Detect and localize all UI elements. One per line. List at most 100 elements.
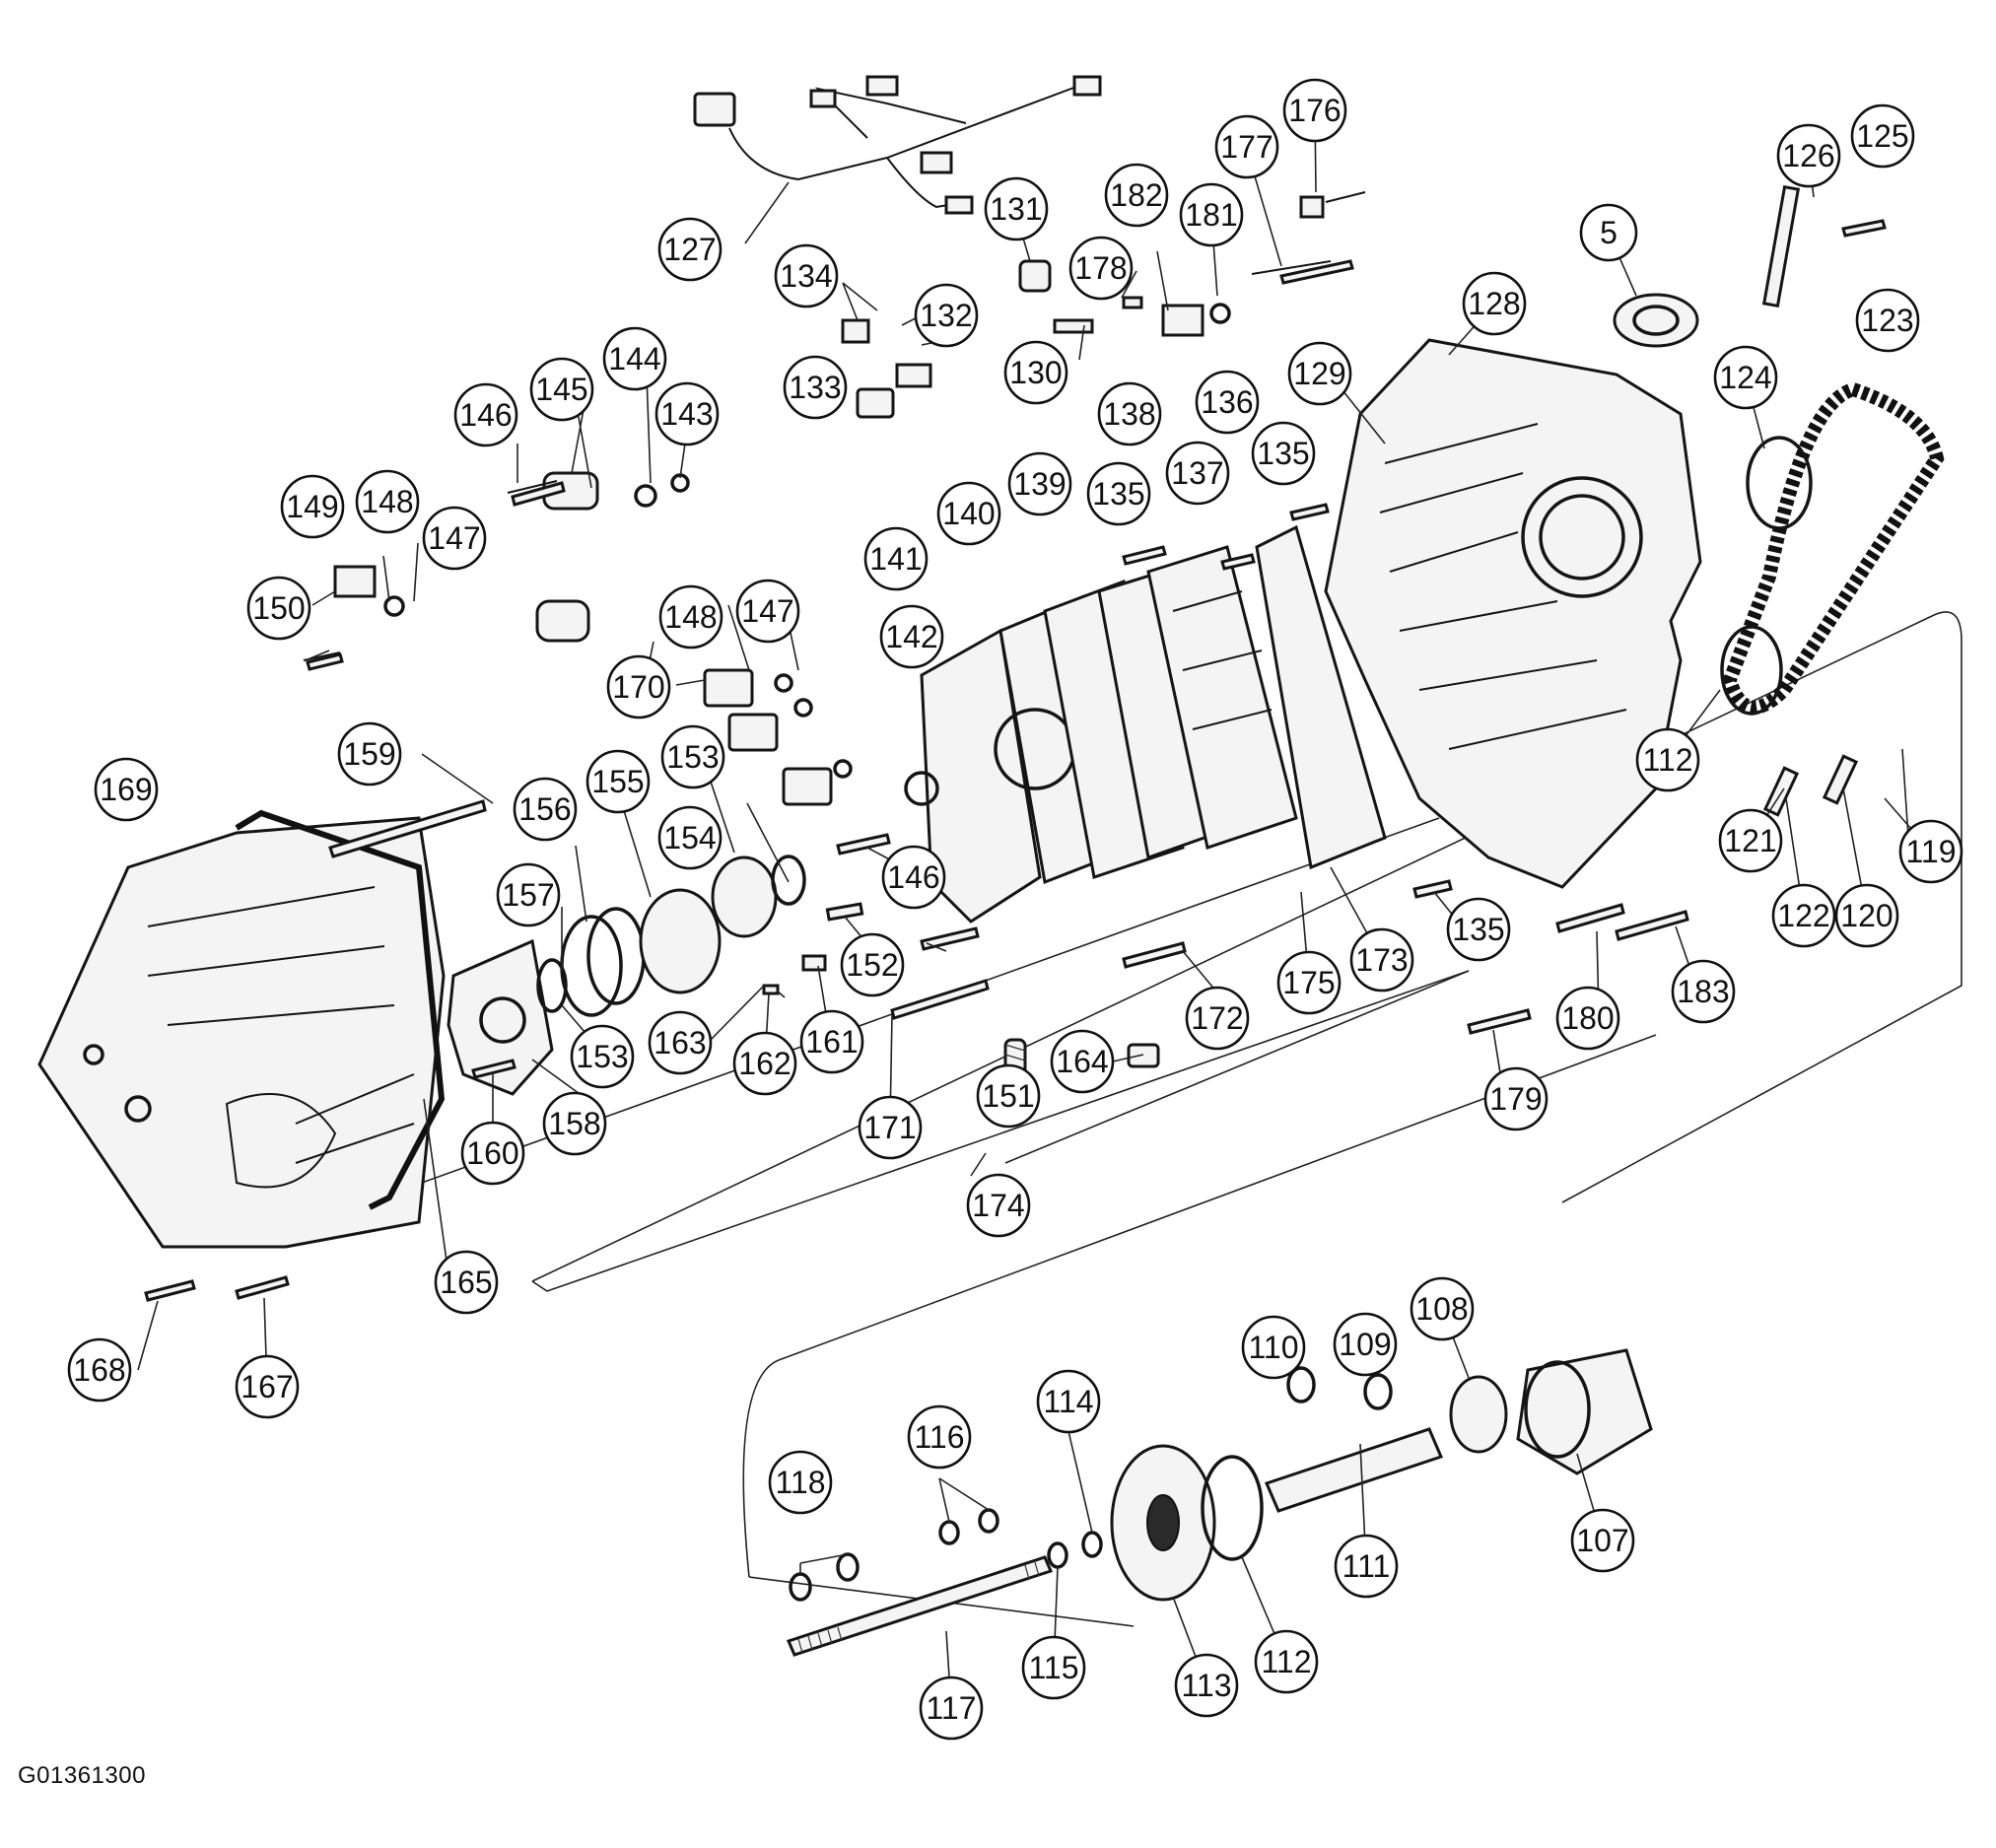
callout-109: 109 (1333, 1312, 1398, 1377)
svg-text:152: 152 (846, 947, 898, 983)
callout-164: 164 (1050, 1029, 1115, 1094)
callout-5: 5 (1579, 203, 1638, 262)
svg-text:139: 139 (1013, 466, 1066, 502)
callout-167: 167 (235, 1354, 300, 1419)
svg-text:149: 149 (286, 489, 338, 524)
drive-chain (1722, 382, 1945, 715)
callout-136: 136 (1195, 370, 1260, 435)
drawing-code: G01361300 (18, 1762, 146, 1789)
callout-169: 169 (94, 757, 159, 822)
svg-text:146: 146 (459, 397, 512, 433)
callout-126: 126 (1776, 123, 1841, 188)
callout-143: 143 (654, 381, 720, 446)
svg-text:153: 153 (576, 1039, 628, 1074)
svg-text:148: 148 (664, 599, 717, 635)
svg-text:173: 173 (1355, 942, 1408, 978)
svg-text:118: 118 (775, 1465, 825, 1500)
svg-text:165: 165 (440, 1265, 492, 1300)
callout-110: 110 (1241, 1315, 1306, 1380)
svg-text:183: 183 (1677, 974, 1729, 1009)
svg-text:115: 115 (1028, 1650, 1078, 1685)
callout-149: 149 (280, 474, 345, 539)
bolts (144, 219, 1887, 1302)
svg-text:126: 126 (1782, 138, 1834, 173)
callout-174: 174 (966, 1173, 1031, 1238)
callout-112: 112 (1254, 1629, 1319, 1694)
svg-text:180: 180 (1561, 1000, 1614, 1036)
callout-116: 116 (907, 1404, 972, 1470)
svg-text:130: 130 (1009, 355, 1062, 390)
svg-text:140: 140 (942, 496, 995, 531)
servo-assembly (447, 855, 1160, 1097)
svg-text:107: 107 (1576, 1523, 1628, 1558)
svg-text:178: 178 (1074, 250, 1127, 286)
svg-text:168: 168 (73, 1352, 125, 1388)
svg-text:171: 171 (863, 1110, 916, 1145)
callout-129: 129 (1287, 341, 1352, 406)
callout-147: 147 (422, 506, 487, 571)
svg-text:177: 177 (1220, 129, 1273, 165)
svg-text:164: 164 (1056, 1044, 1108, 1079)
svg-text:117: 117 (926, 1690, 976, 1726)
callout-135: 135 (1086, 461, 1151, 526)
shaft-assembly (786, 1348, 1653, 1657)
callout-173: 173 (1349, 927, 1414, 992)
callout-171: 171 (858, 1095, 923, 1160)
svg-text:119: 119 (1905, 834, 1956, 869)
callout-128: 128 (1462, 271, 1527, 336)
callout-138: 138 (1097, 381, 1162, 446)
side-cover (37, 809, 446, 1249)
callout-160: 160 (460, 1121, 525, 1186)
callout-135: 135 (1251, 421, 1316, 486)
svg-text:141: 141 (869, 541, 922, 577)
callout-119: 119 (1898, 819, 1963, 884)
svg-text:160: 160 (466, 1135, 518, 1171)
svg-text:125: 125 (1856, 118, 1908, 154)
callout-179: 179 (1483, 1066, 1549, 1131)
svg-text:163: 163 (654, 1025, 706, 1061)
svg-text:172: 172 (1191, 1000, 1243, 1036)
svg-text:146: 146 (887, 859, 939, 895)
callout-158: 158 (542, 1091, 607, 1156)
callout-140: 140 (936, 481, 1001, 546)
svg-text:135: 135 (1092, 476, 1144, 512)
svg-text:150: 150 (252, 590, 305, 626)
callout-176: 176 (1282, 78, 1347, 143)
svg-text:112: 112 (1261, 1644, 1311, 1679)
callout-123: 123 (1855, 288, 1920, 353)
callout-178: 178 (1068, 236, 1134, 301)
callout-159: 159 (337, 721, 402, 787)
callout-157: 157 (496, 862, 561, 927)
svg-text:162: 162 (738, 1046, 791, 1081)
svg-text:120: 120 (1840, 898, 1893, 933)
svg-text:135: 135 (1257, 436, 1309, 471)
svg-text:5: 5 (1600, 215, 1617, 250)
callout-115: 115 (1021, 1635, 1086, 1700)
callout-183: 183 (1671, 959, 1736, 1024)
svg-text:124: 124 (1719, 360, 1771, 395)
callout-155: 155 (585, 749, 651, 814)
callout-133: 133 (783, 355, 848, 420)
callout-127: 127 (657, 217, 723, 282)
svg-text:131: 131 (990, 191, 1042, 227)
callout-130: 130 (1003, 340, 1068, 405)
svg-text:129: 129 (1293, 356, 1345, 391)
transaxle-case (1324, 338, 1702, 889)
callout-153: 153 (660, 724, 725, 789)
svg-text:161: 161 (805, 1024, 858, 1060)
svg-text:155: 155 (591, 764, 644, 799)
callout-152: 152 (840, 932, 905, 997)
wiring-harness (693, 75, 1102, 215)
callout-163: 163 (648, 1010, 713, 1075)
callout-135: 135 (1446, 897, 1511, 962)
callout-180: 180 (1555, 986, 1620, 1051)
svg-text:169: 169 (100, 772, 152, 807)
svg-text:133: 133 (789, 370, 841, 405)
svg-text:157: 157 (502, 877, 554, 913)
svg-text:109: 109 (1339, 1327, 1391, 1362)
callout-151: 151 (976, 1063, 1041, 1129)
svg-text:147: 147 (741, 593, 793, 629)
callout-161: 161 (799, 1009, 864, 1074)
valve-body-stack (904, 524, 1387, 924)
